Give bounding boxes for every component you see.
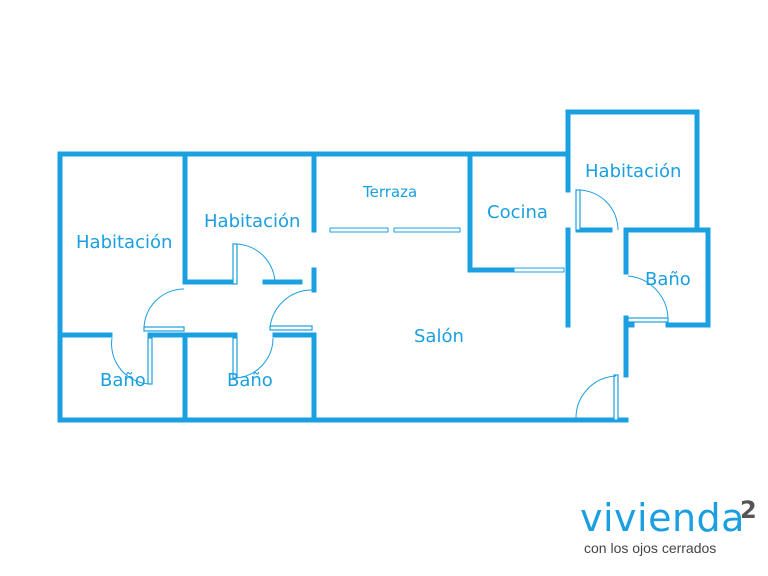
logo-wordmark: vivienda (580, 496, 745, 540)
room-label-bano-right: Baño (645, 269, 691, 290)
door-leaf (232, 243, 238, 285)
room-label-bano-mid: Baño (227, 370, 273, 391)
cocina-window (513, 267, 565, 273)
door-swing-arc (234, 243, 276, 285)
logo-superscript: 2 (740, 496, 757, 524)
door-leaf (269, 325, 313, 331)
room-labels: Habitación Habitación Terraza Cocina Hab… (76, 161, 691, 391)
room-label-salon: Salón (414, 326, 464, 347)
room-label-habitacion-left: Habitación (76, 232, 172, 253)
door-swing-arc (627, 275, 669, 321)
door-swing-arc (269, 289, 313, 329)
brand-logo: vivienda 2 con los ojos cerrados (580, 498, 765, 568)
logo-tagline: con los ojos cerrados (584, 540, 717, 556)
entrance-door-arc (575, 375, 617, 419)
door-leaf (147, 337, 153, 385)
door-swing-arc (577, 189, 619, 231)
door-swing-arc (143, 288, 185, 330)
room-label-cocina: Cocina (487, 202, 548, 223)
walls (57, 109, 711, 423)
room-label-habitacion-mid: Habitación (204, 211, 300, 232)
door-swing-arc (111, 337, 151, 385)
door-leaf (143, 326, 185, 332)
door-leaf (627, 317, 669, 323)
door-swing-arc (234, 337, 274, 379)
room-label-habitacion-right: Habitación (585, 161, 681, 182)
terraza-window-left (329, 227, 389, 233)
room-label-terraza: Terraza (362, 183, 417, 201)
door-leaf (575, 189, 581, 231)
windows (329, 227, 565, 273)
room-label-bano-left: Baño (100, 370, 146, 391)
entrance-door-leaf (613, 374, 619, 421)
doors (111, 189, 669, 421)
terraza-window-right (393, 227, 461, 233)
